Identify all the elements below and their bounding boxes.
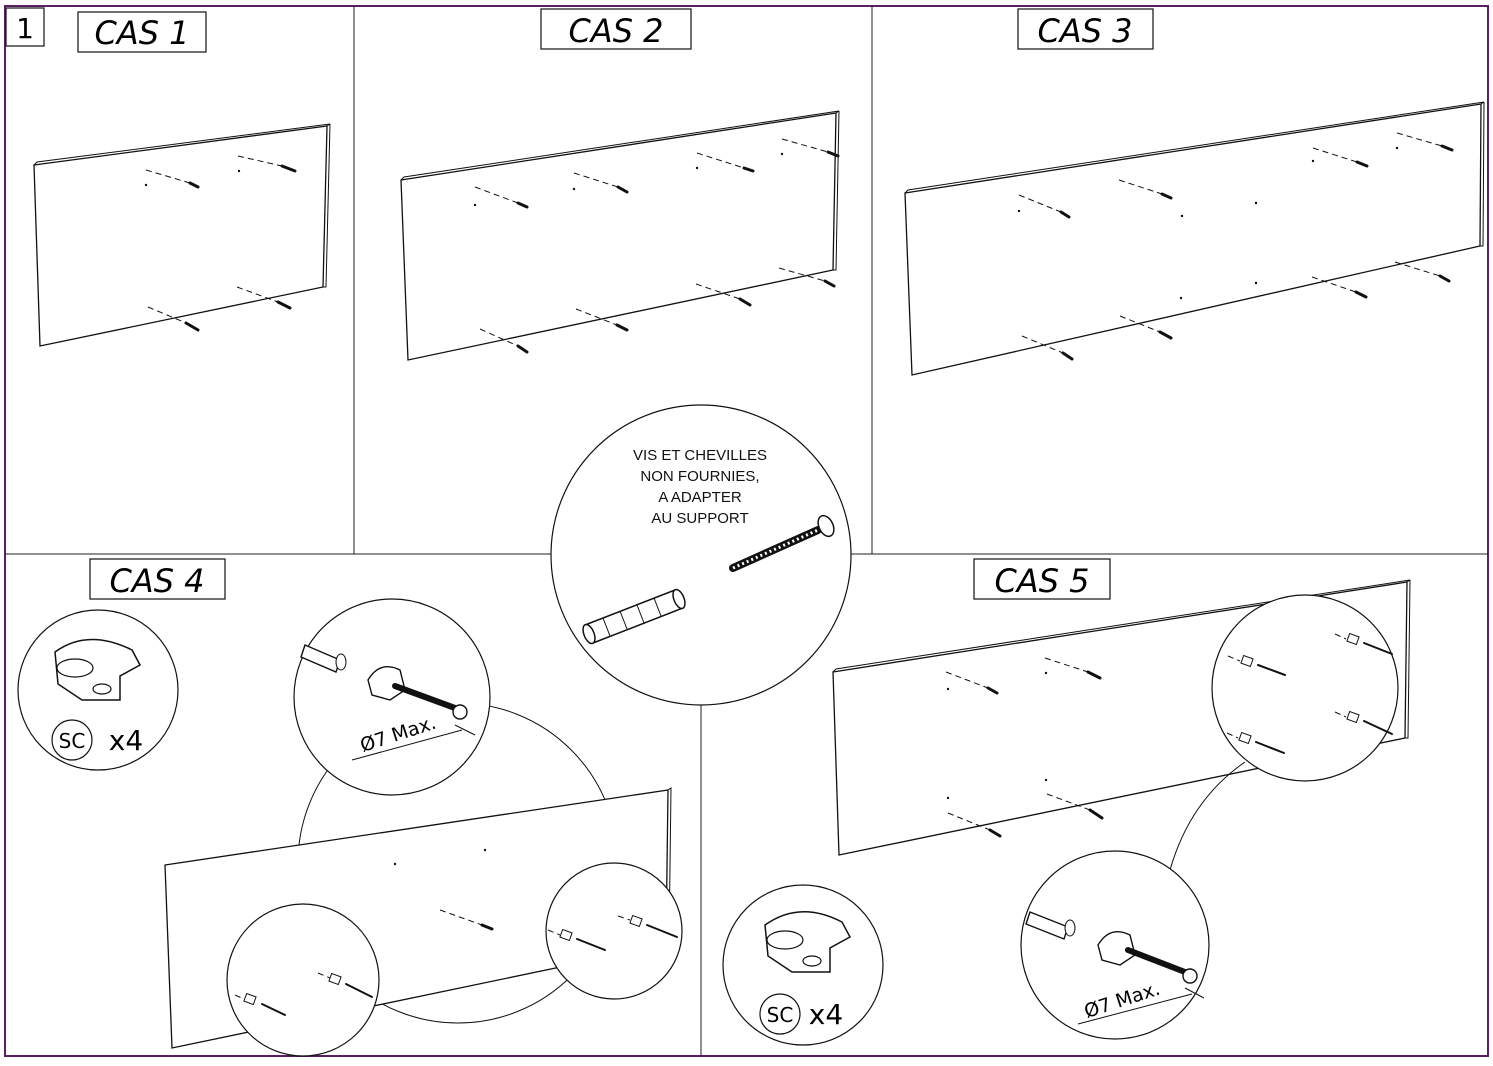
step-number-box: [5, 7, 45, 47]
note-line-1: VIS ET CHEVILLES: [633, 447, 767, 464]
cas2-label-box: [540, 8, 692, 50]
cas3-screws: [1017, 132, 1454, 361]
note-line-4: AU SUPPORT: [651, 510, 748, 527]
cas4-drawing: SC x4 Ø7 Max.: [17, 598, 683, 1057]
page-frame: [4, 5, 1489, 1057]
cas3-label-box: [1017, 8, 1154, 50]
cas5-sc-bracket-callout: SC x4: [722, 884, 884, 1046]
hardware-note-callout: VIS ET CHEVILLES NON FOURNIES, A ADAPTER…: [550, 404, 852, 706]
cas2-screws: [473, 138, 840, 354]
cas3-label: CAS 3: [1037, 12, 1132, 50]
sc-code-label: SC: [59, 729, 86, 753]
cas5-fixing-detail: Ø7 Max.: [1020, 850, 1210, 1040]
cas5-label-box: [973, 558, 1111, 600]
note-line-2: NON FOURNIES,: [640, 468, 759, 485]
step-number: 1: [16, 12, 34, 45]
cas1-label-box: [77, 11, 207, 53]
sc-bracket-callout: SC x4: [17, 609, 179, 771]
cas4-right-detail: [545, 862, 683, 1000]
cas2-label: CAS 2: [568, 12, 663, 50]
cas1-panel-drawing: [33, 123, 331, 347]
cas1-screws: [144, 155, 297, 332]
cas5-right-detail: [1211, 594, 1399, 782]
cas5-sc-code-label: SC: [767, 1003, 794, 1027]
note-line-3: A ADAPTER: [658, 489, 742, 506]
cas3-panel-drawing: [904, 101, 1485, 376]
wall-screw-icon: [729, 514, 835, 572]
cas5-label: CAS 5: [994, 562, 1089, 600]
wall-plug-icon: [582, 588, 686, 645]
cas5-sc-quantity-label: x4: [809, 998, 843, 1031]
cas4-lower-left-detail: [226, 903, 380, 1057]
cas1-label: CAS 1: [94, 14, 189, 52]
sc-quantity-label: x4: [109, 724, 143, 757]
cas4-fixing-detail: Ø7 Max.: [293, 598, 491, 796]
cas4-label: CAS 4: [109, 562, 204, 600]
cas2-panel-drawing: [400, 110, 840, 361]
cas5-drawing: SC x4 Ø7 Max.: [722, 579, 1411, 1046]
cas4-label-box: [89, 558, 226, 600]
